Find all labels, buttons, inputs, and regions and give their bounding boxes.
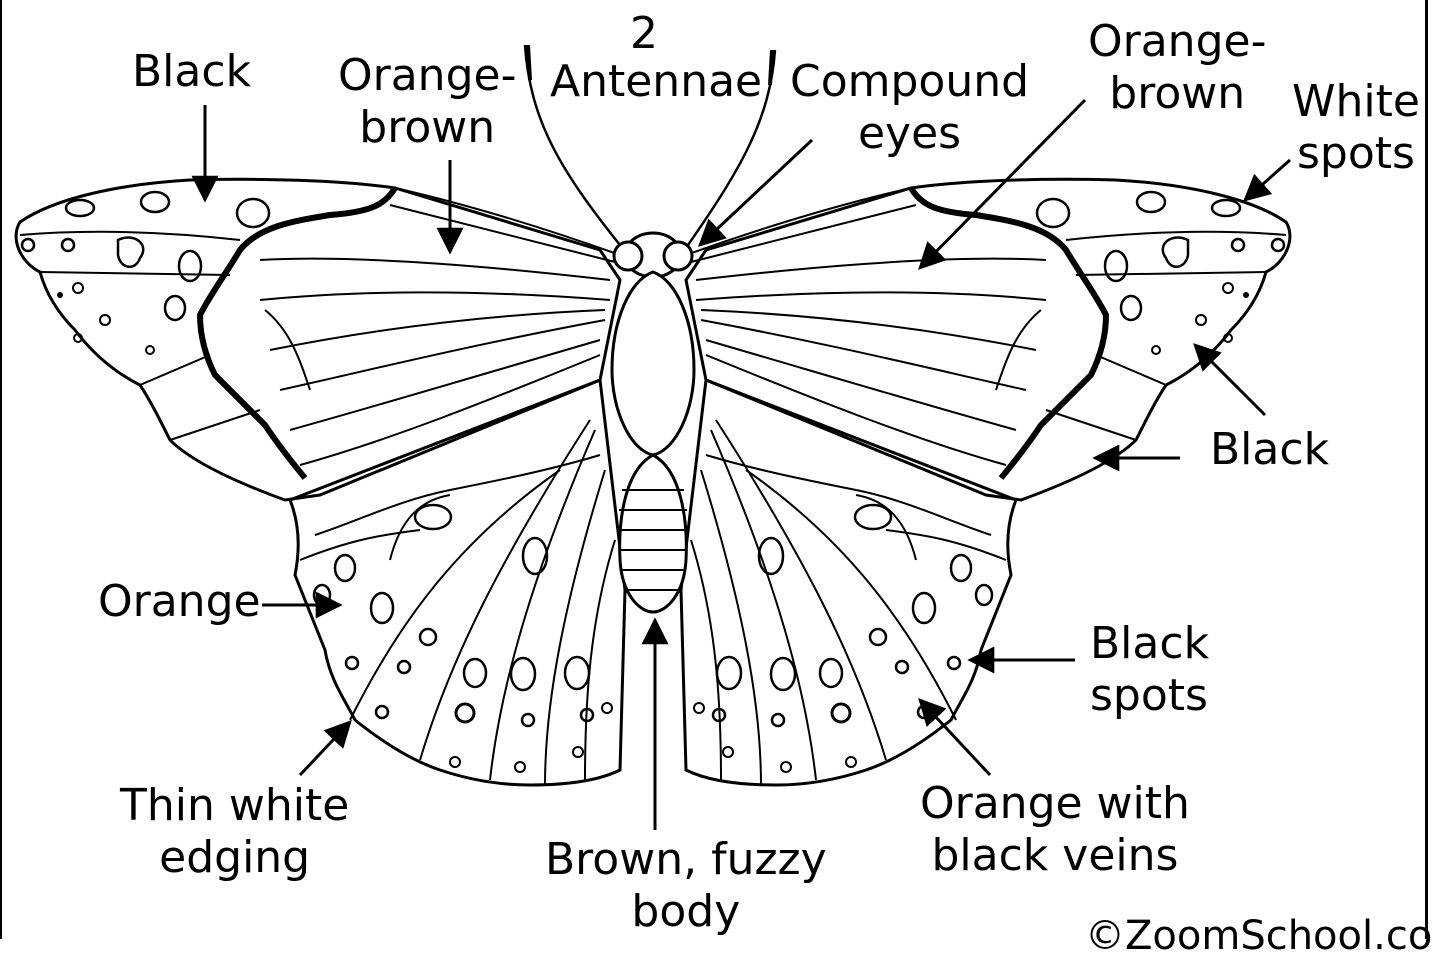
label-antennae-count: 2 — [630, 8, 658, 60]
label-body: Brown, fuzzy body — [545, 834, 827, 938]
label-orange-veins: Orange with black veins — [920, 778, 1190, 882]
butterfly-diagram: 2 Antennae Compound eyes Black Orange- b… — [0, 0, 1433, 939]
label-orange: Orange — [98, 576, 261, 628]
copyright-credit: ©ZoomSchool.com — [1085, 912, 1433, 960]
label-black-right: Black — [1210, 424, 1329, 476]
label-black-left: Black — [132, 46, 251, 98]
label-orange-brown-right: Orange- brown — [1088, 16, 1266, 120]
arrow-white-spots — [1245, 160, 1290, 200]
label-antennae: Antennae — [550, 56, 762, 108]
label-orange-brown-left: Orange- brown — [338, 50, 516, 154]
arrow-black-right-upper — [1195, 345, 1265, 415]
label-black-spots: Black spots — [1090, 618, 1209, 722]
label-compound-eyes: Compound eyes — [790, 56, 1029, 160]
label-thin-white-edging: Thin white edging — [120, 780, 349, 884]
left-wings — [16, 179, 625, 785]
label-white-spots: White spots — [1292, 76, 1420, 180]
arrow-thin-white-edging — [300, 722, 350, 775]
